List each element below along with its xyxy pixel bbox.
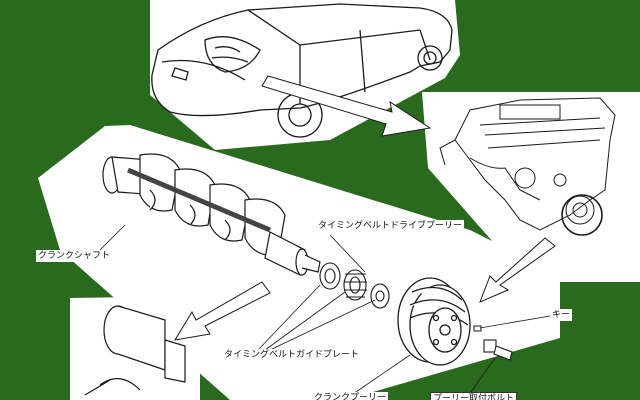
crank-pulley-drawing — [397, 277, 471, 366]
arrow-car-to-engine — [261, 75, 432, 137]
label-guide-plate: タイミングベルトガイドプレート — [222, 349, 362, 361]
label-key: キー — [550, 309, 573, 321]
label-drive-pulley: タイミングベルトドライブプーリー — [316, 220, 465, 232]
label-crank-pulley: クランクプーリー — [312, 392, 389, 400]
detail-shaft-drawing — [84, 305, 186, 396]
drive-pulley-drawing — [319, 262, 367, 301]
guide-plate-drawing — [370, 283, 390, 309]
crankshaft-drawing — [102, 153, 321, 276]
engine-outline — [439, 97, 616, 236]
label-pulley-bolt: プーリー取付ボルト — [430, 392, 518, 400]
leader-lines — [99, 224, 551, 397]
label-crankshaft: クランクシャフト — [36, 250, 113, 262]
bolt-drawing — [483, 339, 513, 361]
arrow-to-detail — [174, 281, 271, 341]
arrow-engine-to-pulley — [479, 237, 556, 303]
key-drawing — [473, 325, 482, 332]
